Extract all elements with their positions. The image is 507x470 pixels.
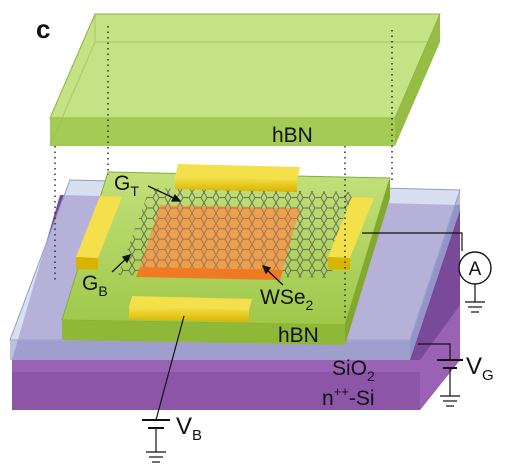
projection-lines [54,26,393,320]
gate-voltage-label: VG [466,353,494,384]
contact-right [328,197,374,270]
contact-left [76,196,122,270]
wse2-flake [136,205,300,280]
wse2-label: WSe2 [260,286,314,313]
label-arrows [111,185,284,286]
si-label: n++-Si [322,384,375,410]
bias-voltage-circuit [142,315,185,463]
top-hbn-layer [49,13,441,147]
gate-voltage-circuit [418,343,463,407]
sio2-label: SiO2 [332,357,375,384]
ammeter-label: A [469,259,482,280]
ammeter-circuit [362,232,492,313]
panel-label: c [36,14,50,44]
gate-bottom-label: GB [82,272,108,299]
bias-voltage-label: VB [176,413,202,444]
top-hbn-label: hBN [272,124,313,147]
gate-top-label: GT [114,172,139,199]
contact-top-gate [175,164,300,192]
contact-bottom [129,296,252,322]
bottom-hbn-label: hBN [278,324,319,347]
